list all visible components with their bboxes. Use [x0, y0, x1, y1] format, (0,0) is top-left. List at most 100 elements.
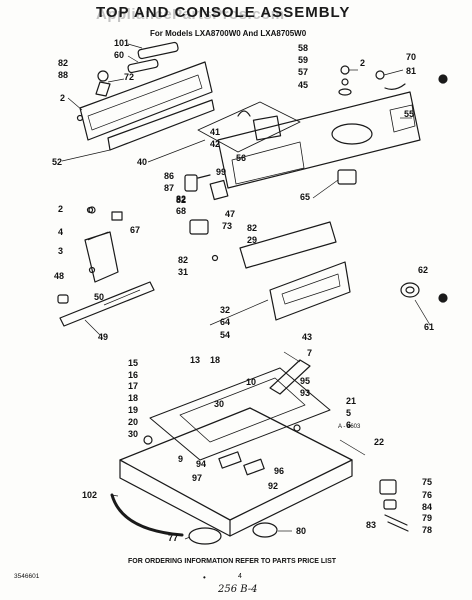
- callout-label: 58: [298, 43, 309, 53]
- callout-label: 97: [192, 473, 203, 483]
- callout-label: 101: [114, 38, 130, 48]
- callout-label: 77: [168, 533, 179, 543]
- callout-label: 72: [124, 72, 135, 82]
- callout-label: 2: [58, 204, 64, 214]
- callout-label: 13: [190, 355, 201, 365]
- timer: [252, 115, 282, 141]
- knob-part-65: [337, 169, 357, 185]
- callout-label: 80: [296, 526, 307, 536]
- callout-label: 96: [274, 466, 285, 476]
- callout-label: 93: [300, 388, 311, 398]
- model-subtitle: For Models LXA8700W0 And LXA8705W0: [150, 29, 307, 38]
- callout-label: 95: [300, 376, 311, 386]
- rear-cover-panel: [79, 61, 213, 141]
- callout-label: 56: [236, 153, 247, 163]
- callout-label: 73: [222, 221, 233, 231]
- callout-label: 68: [176, 206, 187, 216]
- lower-panel: [269, 261, 351, 321]
- lid-lever-7: [269, 359, 311, 395]
- callout-label: 61: [424, 322, 435, 332]
- callout-label: 59: [298, 55, 309, 65]
- callout-label: 5: [346, 408, 352, 418]
- callout-label: 86: [164, 171, 175, 181]
- switch-knob: [97, 70, 109, 82]
- callout-label: 45: [298, 80, 309, 90]
- callout-label: 82: [176, 195, 187, 205]
- callout-label: 52: [52, 157, 63, 167]
- callout-label: 67: [130, 225, 141, 235]
- callout-label: 82: [247, 223, 258, 233]
- ordering-note: FOR ORDERING INFORMATION REFER TO PARTS …: [128, 558, 337, 565]
- callout-label: 43: [302, 332, 313, 342]
- callout-label: 9: [178, 454, 184, 464]
- callout-label: 84: [422, 502, 433, 512]
- footer-mark: •: [203, 573, 206, 582]
- callout-label: 81: [406, 66, 417, 76]
- callout-label: 7: [307, 348, 313, 358]
- wire-harness-cover: [107, 99, 215, 151]
- document-code: 3546601: [14, 573, 40, 580]
- callout-label: 6: [346, 420, 352, 430]
- callout-label: 54: [220, 330, 231, 340]
- callout-label: 3: [58, 246, 64, 256]
- callout-label: 42: [210, 139, 221, 149]
- callout-label: 16: [128, 370, 139, 380]
- callout-label: 20: [128, 417, 139, 427]
- callout-label: 76: [422, 490, 433, 500]
- callout-label: 32: [220, 305, 231, 315]
- callout-label: 102: [82, 490, 98, 500]
- callout-label: 94: [196, 459, 207, 469]
- hose-part: [137, 41, 179, 60]
- callout-label: 87: [164, 183, 175, 193]
- callout-label: 55: [404, 109, 415, 119]
- callout-label: 75: [422, 477, 433, 487]
- console-trim-strip: [59, 281, 155, 327]
- callout-label: 70: [406, 52, 417, 62]
- callout-label: 47: [225, 209, 236, 219]
- callout-label: 60: [114, 50, 125, 60]
- callout-label: 83: [366, 520, 377, 530]
- callout-label: 88: [58, 70, 69, 80]
- callout-label: 99: [216, 167, 227, 177]
- figure-id: A - 4603: [338, 424, 361, 430]
- callout-label: 10: [246, 377, 257, 387]
- callout-label: 41: [210, 127, 221, 137]
- callout-label: 31: [178, 267, 189, 277]
- callout-label: 30: [214, 399, 225, 409]
- callout-label: 79: [422, 513, 433, 523]
- callout-label: 48: [54, 271, 65, 281]
- callout-label: 4: [58, 227, 64, 237]
- control-panel: [239, 221, 337, 269]
- callout-label: 18: [128, 393, 139, 403]
- callout-label: 29: [247, 235, 258, 245]
- callout-label: 82: [176, 194, 187, 204]
- callout-label: 82: [58, 58, 69, 68]
- callout-label: 15: [128, 358, 139, 368]
- lid-hinge-rod: [110, 493, 184, 537]
- callout-label: 82: [178, 255, 189, 265]
- watermark: AppliancePartsPros.com: [96, 6, 285, 23]
- callout-label: 65: [300, 192, 311, 202]
- callout-label: 22: [374, 437, 385, 447]
- callout-label: 49: [98, 332, 109, 342]
- callout-label: 64: [220, 317, 231, 327]
- callout-label: 2: [360, 58, 366, 68]
- callout-label: 62: [418, 265, 429, 275]
- callout-label: 2: [60, 93, 66, 103]
- callout-label: 18: [210, 355, 221, 365]
- page-title: TOP AND CONSOLE ASSEMBLY: [96, 4, 351, 21]
- console-housing: [217, 91, 421, 189]
- callout-label: 17: [128, 381, 139, 391]
- callout-label: 19: [128, 405, 139, 415]
- callout-label: 50: [94, 292, 105, 302]
- callout-label: 57: [298, 67, 309, 77]
- handwritten-note: 256 B-4: [218, 584, 258, 595]
- washer-top-frame: [149, 367, 331, 461]
- page-number: 4: [238, 573, 242, 580]
- callout-label: 40: [137, 157, 148, 167]
- callout-label: 78: [422, 525, 433, 535]
- callout-label: 92: [268, 481, 279, 491]
- callout-label: 21: [346, 396, 357, 406]
- callout-label: 30: [128, 429, 139, 439]
